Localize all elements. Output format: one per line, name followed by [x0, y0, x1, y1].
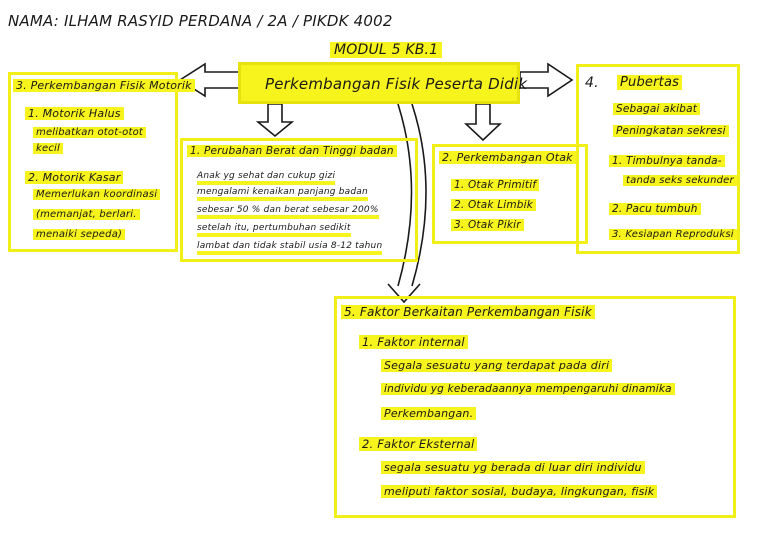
- motorik-title: 3. Perkembangan Fisik Motorik: [13, 79, 195, 92]
- faktor-title: 5. Faktor Berkaitan Perkembangan Fisik: [341, 305, 595, 319]
- faktor-eksternal-title: 2. Faktor Eksternal: [359, 437, 478, 451]
- otak-item-1: 1. Otak Primitif: [451, 179, 540, 191]
- motorik-box: 3. Perkembangan Fisik Motorik 1. Motorik…: [8, 72, 195, 252]
- right-arrow: [519, 62, 574, 98]
- otak-item-2: 2. Otak Limbik: [451, 199, 537, 211]
- berat-box: 1. Perubahan Berat dan Tinggi badan Anak…: [180, 138, 418, 262]
- pubertas-item-2: tanda seks sekunder: [623, 175, 737, 186]
- motorik-halus-desc-2: kecil: [33, 143, 63, 154]
- pubertas-box: 4. Pubertas Sebagai akibat Peningkatan s…: [576, 64, 740, 254]
- berat-title: 1. Perubahan Berat dan Tinggi badan: [187, 145, 397, 157]
- module-label: MODUL 5 KB.1: [330, 42, 443, 58]
- pubertas-item-4: 3. Kesiapan Reproduksi: [609, 229, 737, 240]
- motorik-halus-title: 1. Motorik Halus: [25, 107, 124, 120]
- otak-box: 2. Perkembangan Otak 1. Otak Primitif 2.…: [432, 144, 588, 244]
- otak-title: 2. Perkembangan Otak: [439, 151, 576, 164]
- faktor-box: 5. Faktor Berkaitan Perkembangan Fisik 1…: [334, 296, 736, 518]
- motorik-halus-desc-1: melibatkan otot-otot: [33, 127, 147, 138]
- berat-line-4: setelah itu, pertumbuhan sedikit: [197, 223, 351, 237]
- pubertas-title: Pubertas: [617, 75, 683, 90]
- pubertas-sub-2: Peningkatan sekresi: [613, 125, 729, 137]
- faktor-internal-line-1: Segala sesuatu yang terdapat pada diri: [381, 359, 613, 372]
- faktor-internal-line-2: individu yg keberadaannya mempengaruhi d…: [381, 383, 675, 395]
- motorik-kasar-title: 2. Motorik Kasar: [25, 171, 124, 184]
- berat-line-1: Anak yg sehat dan cukup gizi: [197, 171, 336, 185]
- curve-arrow-faktor: [387, 103, 427, 304]
- otak-item-3: 3. Otak Pikir: [451, 219, 524, 231]
- berat-line-5: lambat dan tidak stabil usia 8-12 tahun: [197, 241, 383, 255]
- pubertas-item-3: 2. Pacu tumbuh: [609, 203, 701, 215]
- pubertas-number: 4.: [585, 75, 599, 91]
- motorik-kasar-desc-1: Memerlukan koordinasi: [33, 189, 161, 200]
- motorik-kasar-desc-3: menaiki sepeda): [33, 229, 126, 240]
- central-title-box: Perkembangan Fisik Peserta Didik: [238, 62, 527, 104]
- pubertas-sub-1: Sebagai akibat: [613, 103, 701, 115]
- berat-line-3: sebesar 50 % dan berat sebesar 200%: [197, 205, 379, 219]
- faktor-eksternal-line-2: meliputi faktor sosial, budaya, lingkung…: [381, 485, 658, 498]
- berat-line-2: mengalami kenaikan panjang badan: [197, 187, 368, 201]
- central-title: Perkembangan Fisik Peserta Didik: [265, 75, 528, 93]
- down-arrow-otak: [463, 103, 503, 142]
- pubertas-item-1: 1. Timbulnya tanda-: [609, 155, 725, 167]
- student-name-line: NAMA: ILHAM RASYID PERDANA / 2A / PIKDK …: [8, 12, 393, 30]
- motorik-kasar-desc-2: (memanjat, berlari.: [33, 209, 140, 220]
- faktor-eksternal-line-1: segala sesuatu yg berada di luar diri in…: [381, 461, 645, 474]
- faktor-internal-line-3: Perkembangan.: [381, 407, 477, 420]
- faktor-internal-title: 1. Faktor internal: [359, 335, 468, 349]
- down-arrow-berat: [255, 103, 295, 138]
